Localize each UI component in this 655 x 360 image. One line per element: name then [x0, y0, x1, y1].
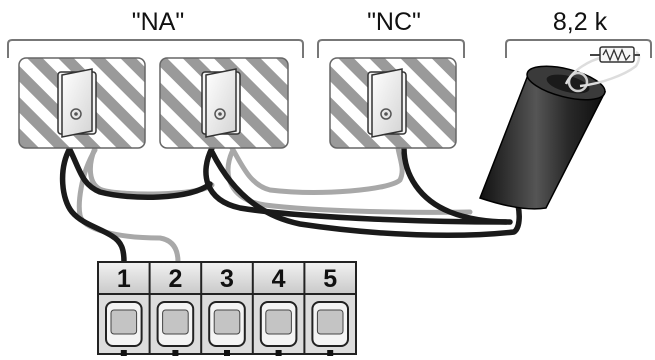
end-of-line-resistor-housing-icon: [479, 50, 641, 210]
terminal-block: 1 2 3 4 5: [97, 261, 357, 356]
screw-terminal-icon: 5: [303, 262, 349, 356]
no-group-bracket: [7, 39, 304, 58]
screw-terminal-icon: 3: [200, 262, 246, 356]
screw-terminal-icon: 4: [251, 262, 298, 356]
screw-terminal-icon: 2: [148, 262, 195, 356]
switch-nc: [329, 57, 457, 149]
terminal-number: 3: [220, 265, 234, 293]
door-contact-switch-icon: [367, 68, 407, 138]
wires-dark: [59, 145, 522, 265]
switch-no-1: [18, 57, 146, 149]
door-contact-switch-icon: [57, 68, 97, 138]
wires-light: [76, 145, 473, 265]
door-contact-switch-icon: [201, 68, 241, 138]
no-group-label: "NA": [132, 8, 184, 36]
switch-no-2: [159, 57, 289, 149]
screw-terminal-icon: 1: [105, 265, 143, 356]
nc-group-bracket: [317, 39, 465, 58]
resistor-label: 8,2 k: [553, 8, 608, 36]
terminal-number: 5: [323, 265, 337, 293]
terminal-number: 1: [117, 265, 131, 293]
resistor-icon: [590, 46, 640, 63]
resistor-bracket: [505, 39, 652, 58]
nc-group-label: "NC": [367, 8, 421, 36]
terminal-number: 4: [272, 265, 286, 293]
terminal-number: 2: [168, 265, 182, 293]
